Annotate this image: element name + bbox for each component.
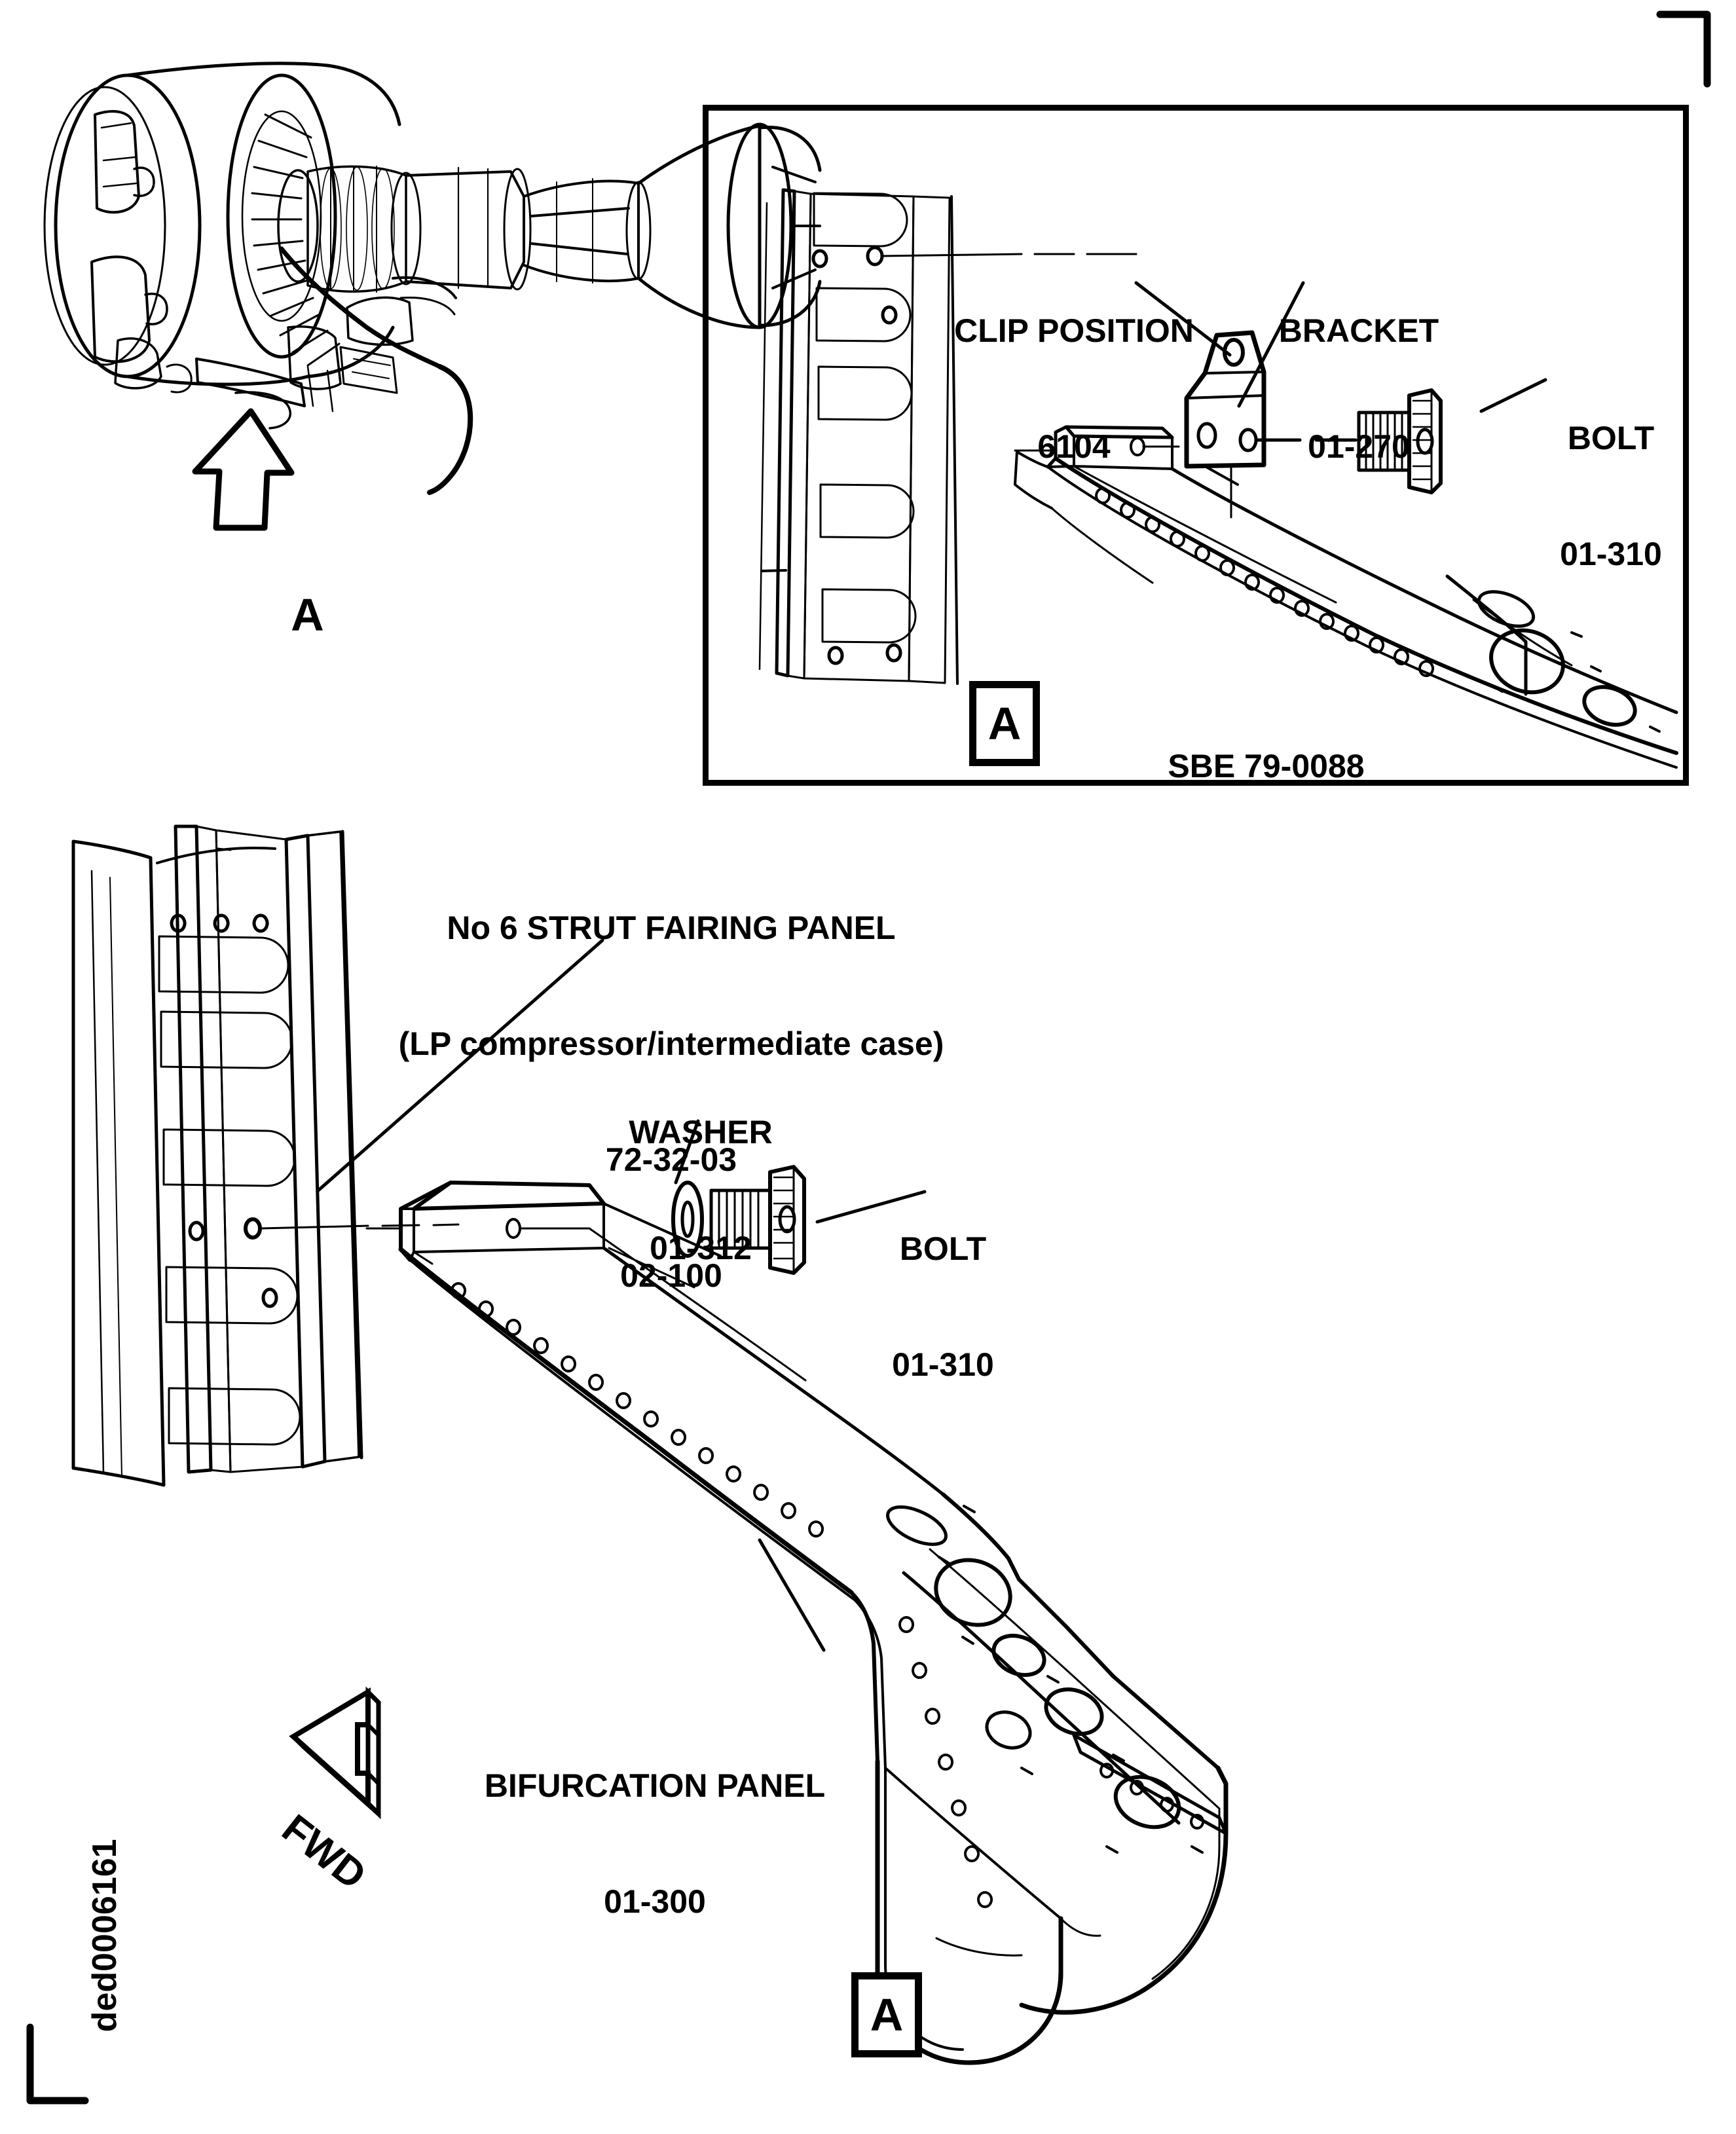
callout-bifurcation-panel-title: BIFURCATION PANEL [484,1767,826,1804]
callout-strut-fairing-panel-subtitle: (LP compressor/intermediate case) [398,1025,944,1062]
detail-view-box-letter: A [988,698,1022,749]
detail-inset-box [703,105,1689,786]
main-view-box-label: A [851,1972,922,2057]
callout-bolt-main: BOLT 01-310 [838,1152,1048,1462]
fwd-direction-arrow: FWD [223,1668,413,1898]
figure-id-code: ded0006161 [86,1839,124,2033]
callout-bifurcation-panel: BIFURCATION PANEL 01-300 [426,1689,884,1998]
main-view-box-letter: A [870,1989,904,2040]
callout-bracket-title: BRACKET [1278,312,1439,349]
callout-strut-fairing-panel-item: 72-32-03 [605,1141,737,1178]
callout-clip-position-title: CLIP POSITION [954,312,1194,349]
corner-registration-mark [1656,10,1711,88]
service-bulletin-number: SBE 79-0088 [1168,748,1365,784]
callout-washer-title: WASHER [629,1114,773,1150]
callout-bolt-inset: BOLT 01-310 [1513,342,1709,651]
callout-bracket-item: 01-270 [1308,428,1410,465]
callout-bolt-main-item: 01-310 [892,1346,994,1383]
detail-view-box-label: A [969,681,1040,766]
callout-bolt-main-title: BOLT [899,1230,987,1267]
callout-clip-position-item: 6104 [1037,428,1111,465]
callout-bolt-inset-title: BOLT [1567,420,1655,456]
callout-bolt-inset-item: 01-310 [1560,536,1662,572]
callout-strut-fairing-panel: No 6 STRUT FAIRING PANEL (LP compressor/… [393,832,950,1372]
callout-washer: WASHER 01-312 [589,1036,812,1345]
callout-strut-fairing-panel-title: No 6 STRUT FAIRING PANEL [447,910,896,946]
view-arrow-a [192,408,295,531]
callout-clip-position: CLIP POSITION 6104 [943,234,1205,543]
callout-bifurcation-panel-item: 01-300 [604,1883,706,1920]
callout-washer-item: 01-312 [650,1230,752,1266]
view-arrow-letter: A [291,589,324,640]
callout-bracket: BRACKET 01-270 [1244,234,1473,543]
callout-strut-fairing-panel-item2: 02-100 [620,1257,722,1294]
